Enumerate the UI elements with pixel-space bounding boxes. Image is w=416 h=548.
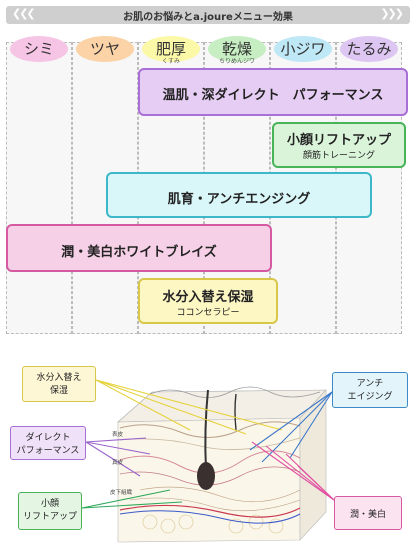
concern-tab-hikou: 肥厚 くすみ — [142, 36, 200, 65]
layer-label-subcutaneous: 皮下組織 — [110, 490, 133, 496]
menu-bar-lift-up: 小顔リフトアップ 顔筋トレーニング — [272, 122, 406, 168]
layer-label-epidermis: 表皮 — [112, 432, 124, 438]
menu-subtitle: ココンセラピー — [176, 308, 240, 318]
concern-label: シミ — [23, 40, 54, 58]
menu-title: 温肌・深ダイレクト パフォーマンス — [162, 88, 384, 103]
concern-label: ツヤ — [89, 40, 120, 58]
menu-title: 潤・美白ホワイトブレイズ — [61, 245, 217, 260]
concern-label: たるみ — [346, 40, 392, 58]
menu-subtitle: 顔筋トレーニング — [302, 151, 375, 161]
callout-moisture: 水分入替え 保湿 — [22, 366, 96, 402]
concern-sublabel: ちりめんジワ — [218, 58, 255, 65]
concern-label: 乾燥 — [221, 40, 252, 58]
callout-anti-aging: アンチ エイジング — [332, 372, 408, 408]
menu-bar-anti-aging: 肌育・アンチエンジング — [106, 172, 372, 218]
title-bar: ❮❮❮ お肌のお悩みとa.joureメニュー効果 ❯❯❯ — [6, 6, 410, 24]
chevrons-left-icon: ❮❮❮ — [12, 7, 36, 20]
chevrons-right-icon: ❯❯❯ — [380, 7, 404, 20]
page-title: お肌のお悩みとa.joureメニュー効果 — [123, 12, 293, 23]
menu-bar-white-blaze: 潤・美白ホワイトブレイズ — [6, 224, 272, 272]
menu-title: 小顔リフトアップ — [286, 133, 391, 148]
concern-tab-kansou: 乾燥 ちりめんジワ — [208, 36, 266, 65]
menu-title: 水分入替え保湿 — [162, 290, 254, 305]
concern-tab-tarumi: たるみ — [340, 36, 398, 62]
menu-bar-moisture: 水分入替え保湿 ココンセラピー — [138, 278, 278, 324]
concern-sublabel: くすみ — [161, 58, 180, 65]
concern-label: 肥厚 — [155, 40, 186, 58]
concern-tab-tsuya: ツヤ — [76, 36, 134, 62]
menu-bar-direct-performance: 温肌・深ダイレクト パフォーマンス — [138, 68, 408, 116]
callout-direct-performance: ダイレクト パフォーマンス — [10, 426, 86, 460]
callout-whitening: 潤・美白 — [334, 496, 402, 530]
menu-title: 肌育・アンチエンジング — [167, 192, 311, 207]
skin-cross-section-illustration — [81, 379, 335, 543]
layer-label-dermis: 真皮 — [112, 460, 124, 466]
grid-column — [6, 42, 72, 334]
concern-tab-shimi: シミ — [10, 36, 68, 62]
concern-label: 小ジワ — [280, 40, 326, 58]
callout-lift-up: 小顔 リフトアップ — [18, 492, 82, 530]
concern-tab-kojiwa: 小ジワ — [274, 36, 332, 62]
